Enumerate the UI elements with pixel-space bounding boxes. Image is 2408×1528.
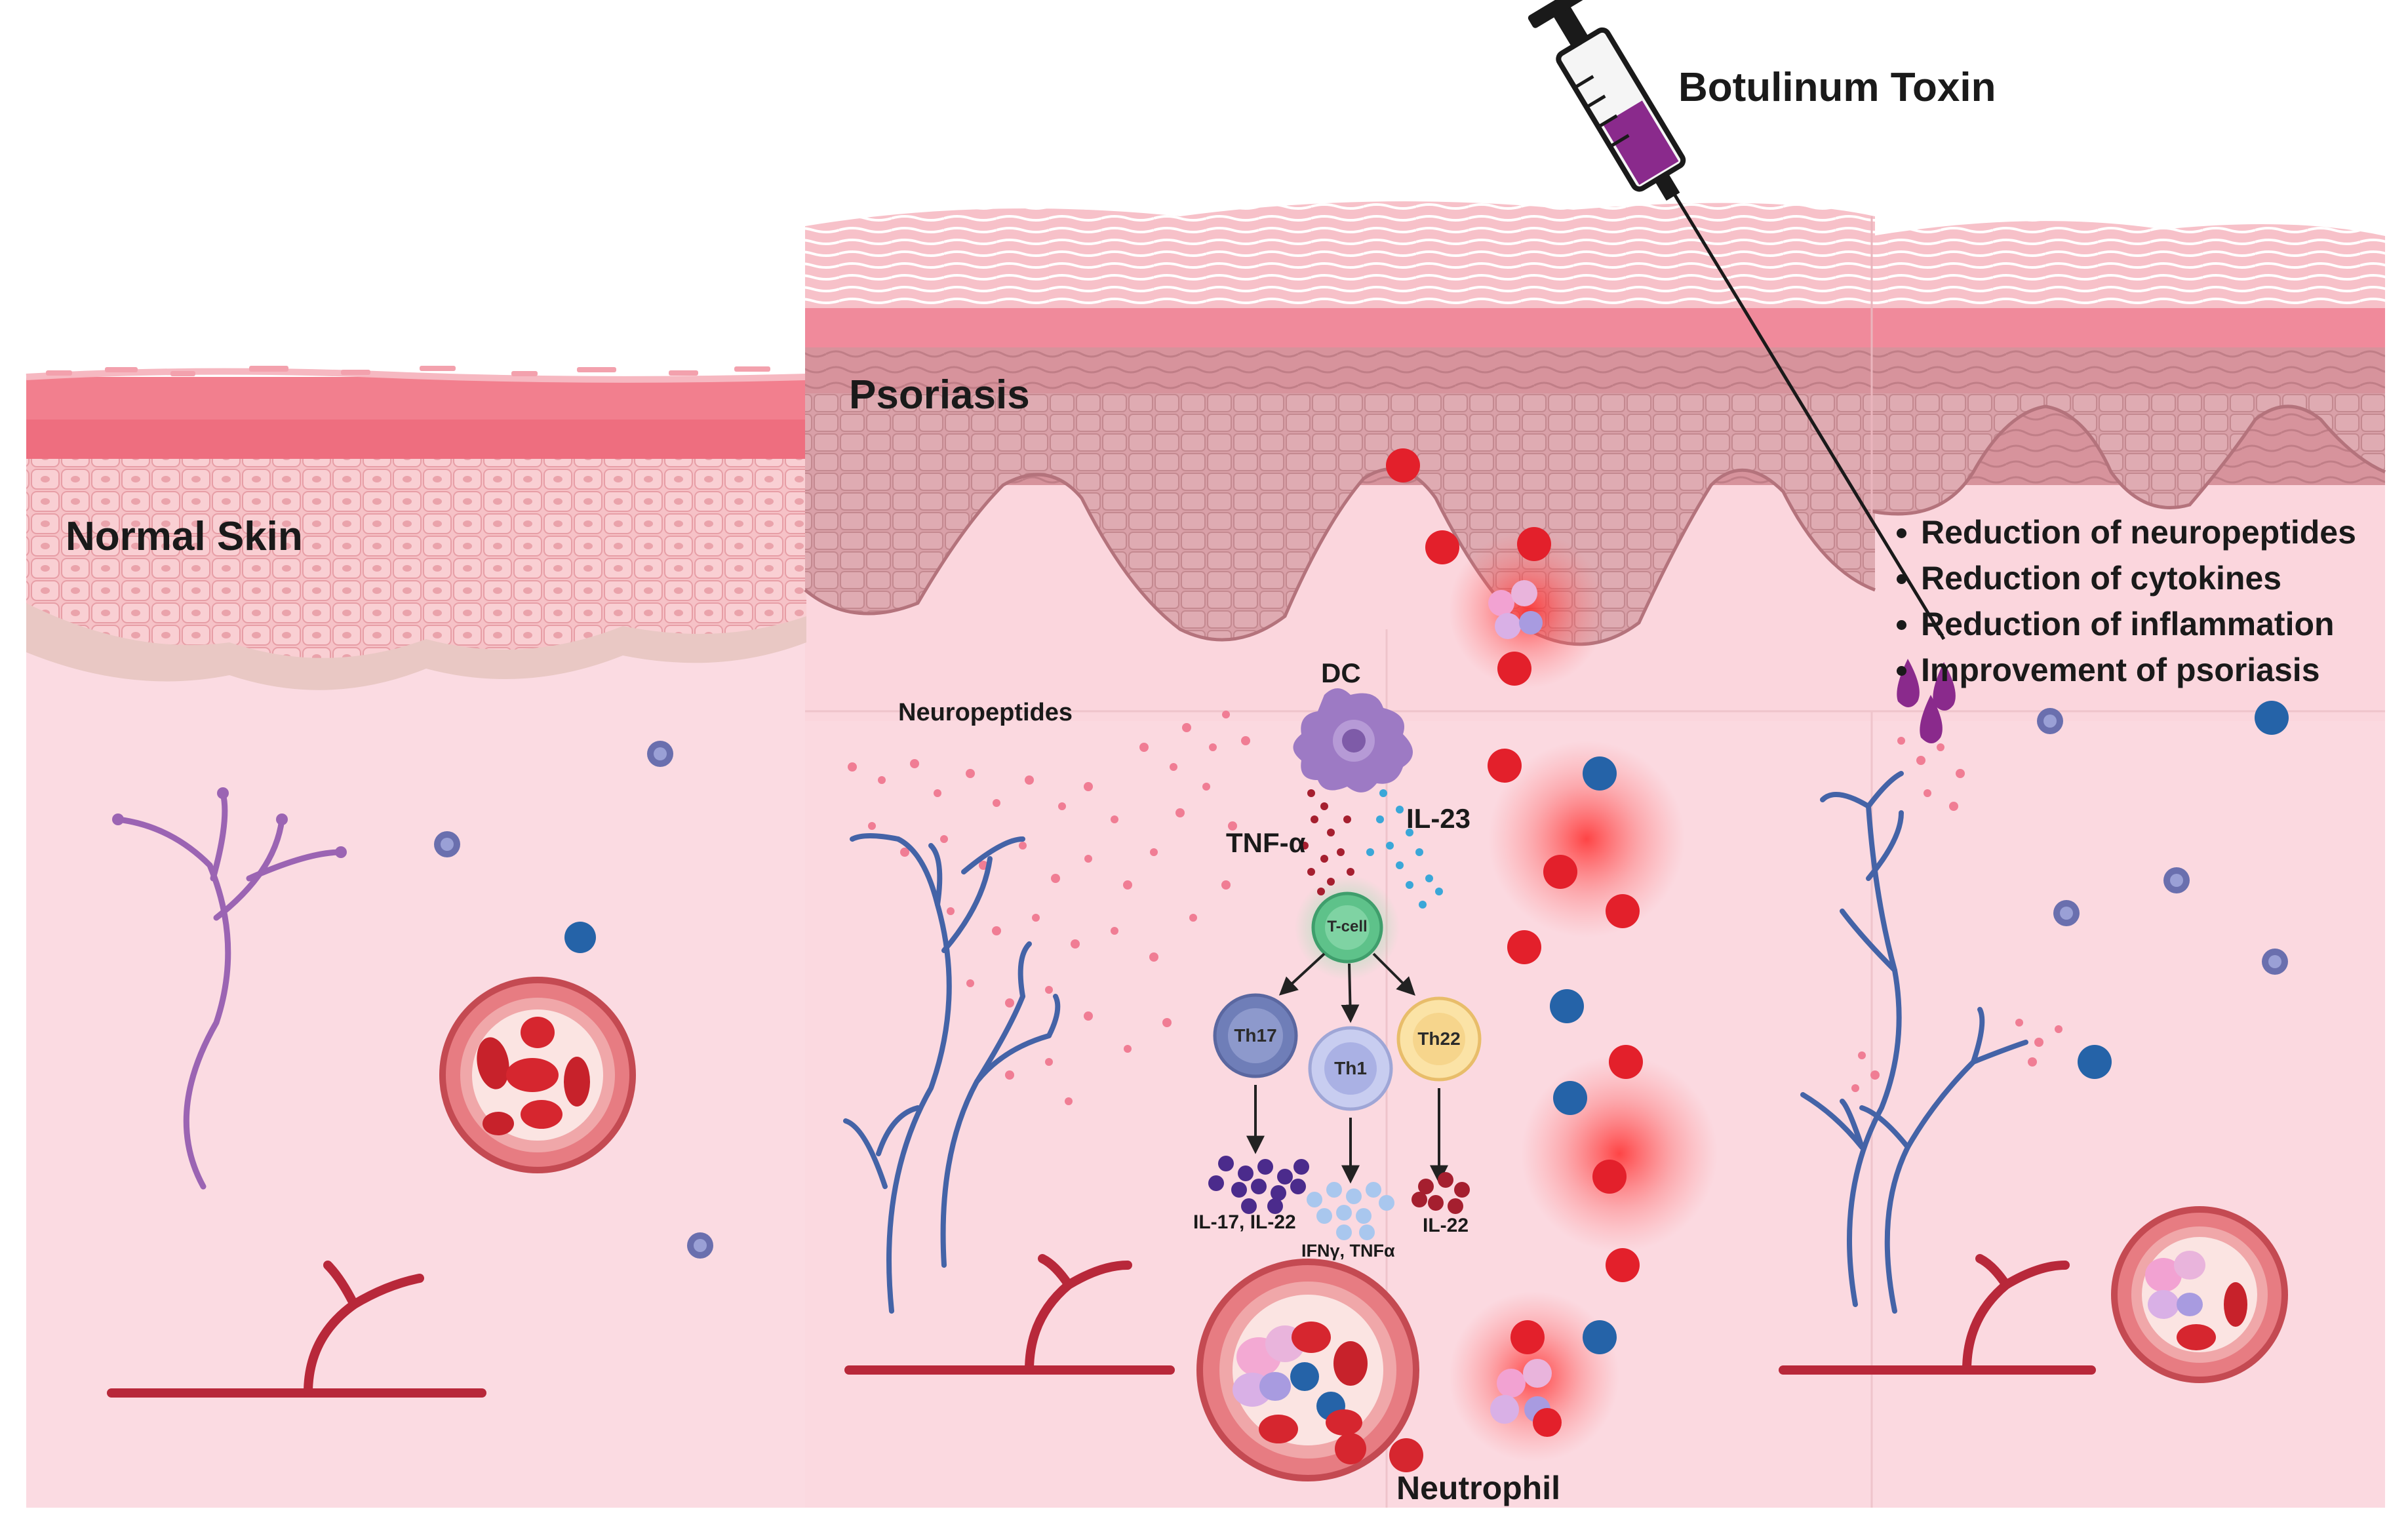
- normal-immune-cells: [434, 741, 713, 1259]
- il22-particles: [1411, 1172, 1470, 1214]
- normal-skin-title: Normal Skin: [66, 514, 303, 559]
- th22-label: Th22: [1417, 1028, 1461, 1049]
- normal-nerve: [115, 790, 344, 1190]
- normal-epidermis: [26, 366, 807, 690]
- neutrophil-label: Neutrophil: [1396, 1470, 1560, 1506]
- th22-cell: [1396, 996, 1482, 1082]
- th1-cell: [1308, 1026, 1393, 1111]
- th17-cell: [1213, 993, 1298, 1078]
- il22-label: IL-22: [1423, 1215, 1469, 1236]
- th1-label: Th1: [1334, 1058, 1367, 1078]
- neuropeptides-label: Neuropeptides: [898, 699, 1073, 726]
- psoriasis-title: Psoriasis: [849, 372, 1030, 418]
- botulinum-toxin-title: Botulinum Toxin: [1678, 65, 1996, 110]
- t-cell: [1311, 891, 1383, 964]
- effect-item: Reduction of cytokines: [1921, 558, 2356, 598]
- dc-label: DC: [1321, 657, 1361, 688]
- tnf-alpha-dots: [1301, 789, 1354, 895]
- effect-item: Reduction of neuropeptides: [1921, 513, 2356, 552]
- red-cells: [1386, 448, 1643, 1437]
- inflammation-glows: [1295, 531, 1718, 1462]
- il23-dots: [1366, 789, 1443, 909]
- th17-label: Th17: [1234, 1025, 1277, 1046]
- normal-blood-vessel-cross-section: [439, 977, 636, 1173]
- differentiation-arrows: [1246, 952, 1448, 1184]
- effect-item: Improvement of psoriasis: [1921, 650, 2356, 690]
- psoriasis-nerves: [843, 771, 2028, 1314]
- il17-il22-label: IL-17, IL-22: [1193, 1211, 1296, 1233]
- treatment-effects-list: Reduction of neuropeptides Reduction of …: [1895, 513, 2356, 696]
- ifn-tnf-label: IFNγ, TNFα: [1301, 1241, 1395, 1261]
- il17-il22-particles: [1208, 1156, 1309, 1214]
- tnf-alpha-label: TNF-α: [1226, 827, 1306, 858]
- t-cell-label: T-cell: [1327, 918, 1368, 935]
- treated-blood-vessel-cross-section: [2111, 1206, 2288, 1383]
- normal-vessel: [107, 1261, 486, 1398]
- dendritic-cell: [1293, 688, 1413, 793]
- psoriasis-vessels: [844, 1254, 2096, 1375]
- syringe-icon: [1528, 0, 1946, 640]
- neuropeptide-particles: [848, 711, 2063, 1105]
- effect-item: Reduction of inflammation: [1921, 604, 2356, 644]
- toxin-drops: [1897, 659, 1956, 743]
- normal-nerve-terminals: [112, 787, 347, 858]
- psoriasis-blood-vessel-cross-section: [1196, 1259, 1423, 1481]
- normal-dermis: [26, 629, 806, 1508]
- neutrophil-clusters: [1488, 580, 1552, 1424]
- blue-immune-cells: [1550, 701, 2289, 1354]
- psoriasis-epidermis: [804, 201, 2386, 646]
- il23-label: IL-23: [1406, 803, 1471, 834]
- ifn-tnf-particles: [1307, 1182, 1394, 1240]
